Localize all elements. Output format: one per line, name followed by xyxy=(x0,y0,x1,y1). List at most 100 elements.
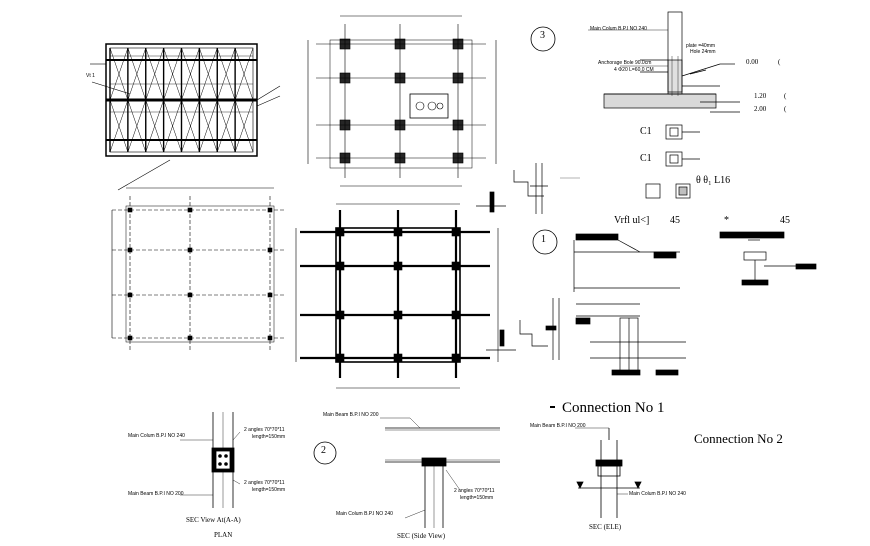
column-base-pad xyxy=(339,72,351,84)
column-mark xyxy=(393,310,403,320)
vt1-label: Vt 1 xyxy=(86,73,95,79)
plan-outline xyxy=(125,205,275,343)
stair-hole xyxy=(427,101,437,111)
angle-45-b: 45 xyxy=(780,215,790,226)
column-base-pad xyxy=(394,38,406,50)
label-main-colum-b: Main Colum B.P.I NO 240 xyxy=(336,511,393,517)
level-000: 0.00 xyxy=(746,58,759,66)
plan-outline xyxy=(329,39,473,169)
sec-aa-caption: SEC View At(A-A) xyxy=(186,516,241,524)
column-mark xyxy=(127,335,133,341)
brace-line xyxy=(163,99,182,153)
column-mark xyxy=(393,227,403,237)
brace-line xyxy=(234,99,254,153)
brace-line xyxy=(109,99,129,153)
column-mark xyxy=(267,335,273,341)
label-length-b: length=150mm xyxy=(252,487,286,493)
label-angles-a: 2 angles 70*70*11 xyxy=(244,427,285,433)
column-mark xyxy=(335,353,345,363)
sec-side-view-caption: SEC (Side View) xyxy=(397,532,446,540)
label-main-colum-c: Main Colum B.P.I NO 240 xyxy=(629,491,686,497)
label-main-beam-b: Main Beam B.P.I NO 200 xyxy=(323,412,379,418)
column-mark xyxy=(335,227,345,237)
sec-aa-detail xyxy=(180,412,241,508)
sec-side-view-detail xyxy=(380,417,500,528)
brace-line xyxy=(163,47,182,101)
c1-details xyxy=(645,124,700,199)
label-anchorage: Anchorage Bole 90.0cm xyxy=(598,60,652,66)
column-base-pad xyxy=(394,152,406,164)
column-base-pad xyxy=(452,119,464,131)
column-base-pad xyxy=(339,119,351,131)
label-main-beam-c: Main Beam B.P.I NO 200 xyxy=(530,423,586,429)
brace-line xyxy=(127,47,146,101)
sec-ele-detail xyxy=(575,427,642,518)
brace-line xyxy=(217,99,236,153)
brace-line xyxy=(217,47,236,101)
column-mark xyxy=(127,247,133,253)
framing-plan-center xyxy=(295,203,499,389)
brace-line xyxy=(181,99,200,153)
c1-label-top: C1 xyxy=(640,126,652,137)
connection-no2-title: Connection No 2 xyxy=(694,431,783,446)
paren-a: ( xyxy=(784,92,787,100)
column-mark xyxy=(267,292,273,298)
column-mark xyxy=(187,292,193,298)
label-length-a: length=150mm xyxy=(252,434,286,440)
label-base-main-colum: Main Colum B.P.I NO 240 xyxy=(590,26,647,32)
brace-line xyxy=(127,99,146,153)
grid-plan-left xyxy=(111,187,286,350)
stair-block xyxy=(409,93,449,119)
column-mark xyxy=(451,353,461,363)
column-mark xyxy=(267,207,273,213)
paren-b: ( xyxy=(784,105,787,113)
column-mark xyxy=(187,247,193,253)
column-mark xyxy=(393,261,403,271)
brace-line xyxy=(234,47,254,101)
stair-hole xyxy=(436,102,444,110)
truss-cross-bracing xyxy=(109,47,254,153)
column-base-pad xyxy=(339,152,351,164)
paren-c: ( xyxy=(778,58,781,66)
column-base-pad xyxy=(452,152,464,164)
base-section-detail xyxy=(588,11,740,113)
column-mark xyxy=(451,261,461,271)
detail-markers xyxy=(313,26,558,465)
label-length-c: length=150mm xyxy=(460,495,494,501)
vrfl-label: Vrfl ul<] xyxy=(614,215,650,226)
truss-leaders xyxy=(90,63,281,191)
column-mark xyxy=(187,207,193,213)
label-main-colum-a: Main Colum B.P.I NO 240 xyxy=(128,433,185,439)
stair-hole xyxy=(415,101,425,111)
marker-1-label: 1 xyxy=(541,234,546,245)
label-angles-b: 2 angles 70*70*11 xyxy=(244,480,285,486)
label-base-plate-hole: Hole 24mm xyxy=(690,49,716,55)
brace-line xyxy=(145,99,164,153)
plan-caption: PLAN xyxy=(214,531,233,539)
brace-line xyxy=(109,47,129,101)
brace-line xyxy=(199,99,218,153)
step-detail-upper xyxy=(476,163,580,214)
column-base-pad xyxy=(339,38,351,50)
level-120: 1.20 xyxy=(754,92,767,100)
column-mark xyxy=(267,247,273,253)
connection-no1-title: Connection No 1 xyxy=(562,400,665,416)
connection-detail-lower xyxy=(575,303,686,376)
column-mark xyxy=(187,335,193,341)
column-mark xyxy=(127,292,133,298)
column-mark xyxy=(393,353,403,363)
connection-detail-1 xyxy=(573,231,817,292)
sec-ele-caption: SEC (ELE) xyxy=(589,523,622,531)
title-dash xyxy=(550,406,555,408)
angle-45-a: 45 xyxy=(670,215,680,226)
brace-line xyxy=(199,47,218,101)
step-detail-lower xyxy=(486,298,560,360)
angle-star: * xyxy=(724,215,729,226)
marker-2-label: 2 xyxy=(321,445,326,456)
brace-line xyxy=(181,47,200,101)
level-200: 2.00 xyxy=(754,105,767,113)
label-main-beam-a: Main Beam B.P.I NO 200 xyxy=(128,491,184,497)
column-mark xyxy=(335,310,345,320)
